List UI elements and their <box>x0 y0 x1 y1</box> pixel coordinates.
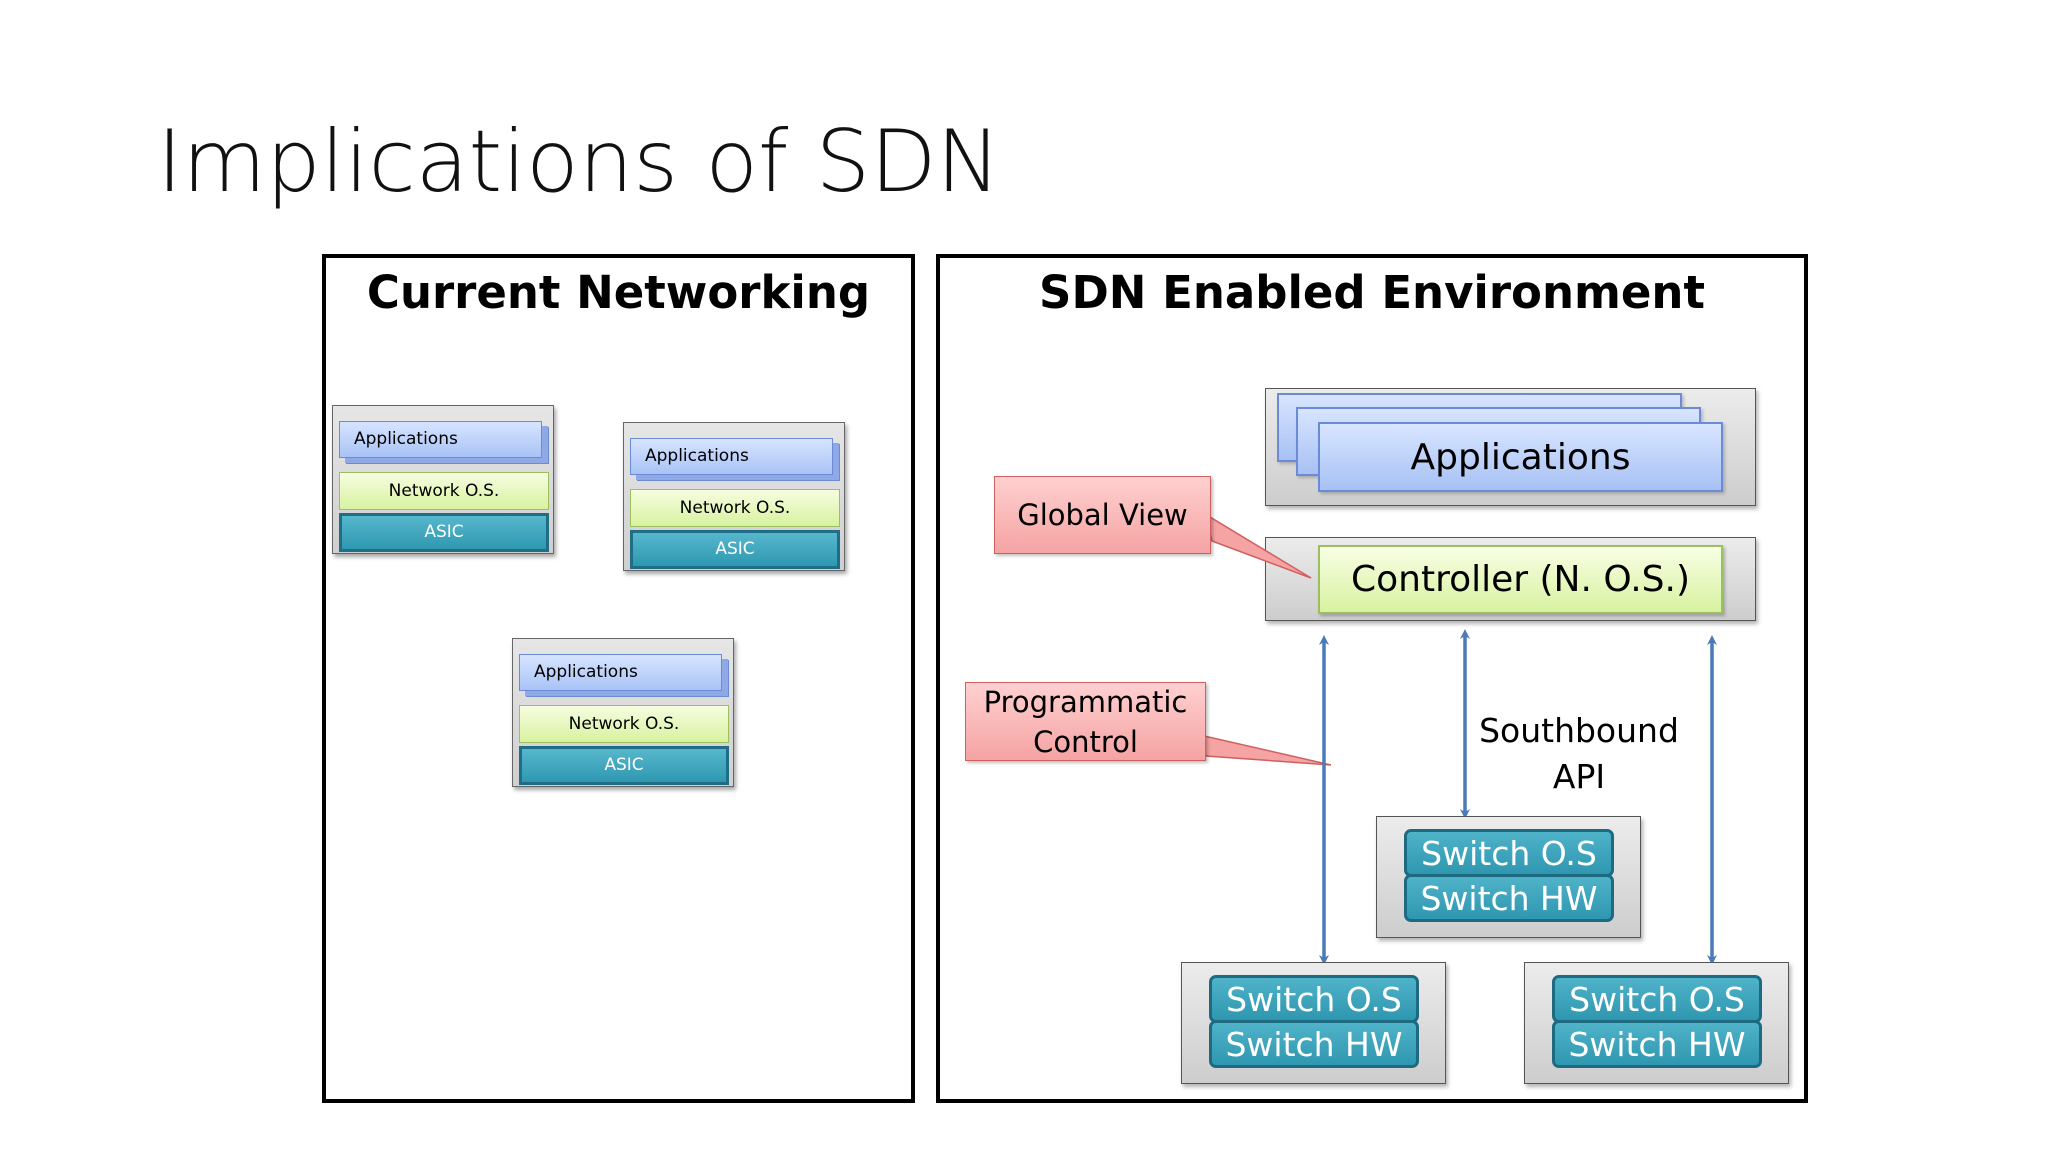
southbound-label-line2: API <box>1552 757 1606 796</box>
slide-title: Implications of SDN <box>157 112 1001 212</box>
asic-layer: ASIC <box>519 746 729 785</box>
applications-layer: Applications <box>630 438 833 475</box>
switch-hw-layer: Switch HW <box>1404 874 1614 922</box>
global-view-pointer <box>1203 512 1312 579</box>
switch-middle: Switch O.S Switch HW <box>1376 816 1641 938</box>
applications-layer: Applications <box>519 654 722 691</box>
network-device-1: Applications Network O.S. ASIC <box>332 405 554 554</box>
switch-os-layer: Switch O.S <box>1404 829 1614 877</box>
programmatic-control-line1: Programmatic <box>983 684 1188 719</box>
network-os-layer: Network O.S. <box>339 472 549 510</box>
programmatic-control-pointer <box>1198 733 1332 766</box>
programmatic-control-callout: Programmatic Control <box>965 682 1206 761</box>
switch-hw-layer: Switch HW <box>1552 1020 1762 1068</box>
switch-bottom-left: Switch O.S Switch HW <box>1181 962 1446 1084</box>
asic-layer: ASIC <box>630 530 840 569</box>
controller-box: Controller (N. O.S.) <box>1318 545 1723 614</box>
asic-layer: ASIC <box>339 513 549 552</box>
network-os-layer: Network O.S. <box>630 489 840 527</box>
network-os-layer: Network O.S. <box>519 705 729 743</box>
switch-os-layer: Switch O.S <box>1552 975 1762 1023</box>
sdn-environment-title: SDN Enabled Environment <box>1039 266 1705 319</box>
switch-os-layer: Switch O.S <box>1209 975 1419 1023</box>
switch-bottom-right: Switch O.S Switch HW <box>1524 962 1789 1084</box>
switch-hw-layer: Switch HW <box>1209 1020 1419 1068</box>
applications-card-front: Applications <box>1318 422 1723 492</box>
global-view-callout: Global View <box>994 476 1211 554</box>
programmatic-control-line2: Control <box>1033 724 1138 759</box>
network-device-2: Applications Network O.S. ASIC <box>623 422 845 571</box>
current-networking-title: Current Networking <box>366 266 871 319</box>
southbound-api-label: Southbound API <box>1460 708 1698 800</box>
network-device-3: Applications Network O.S. ASIC <box>512 638 734 787</box>
applications-layer: Applications <box>339 421 542 458</box>
southbound-label-line1: Southbound <box>1479 711 1679 750</box>
